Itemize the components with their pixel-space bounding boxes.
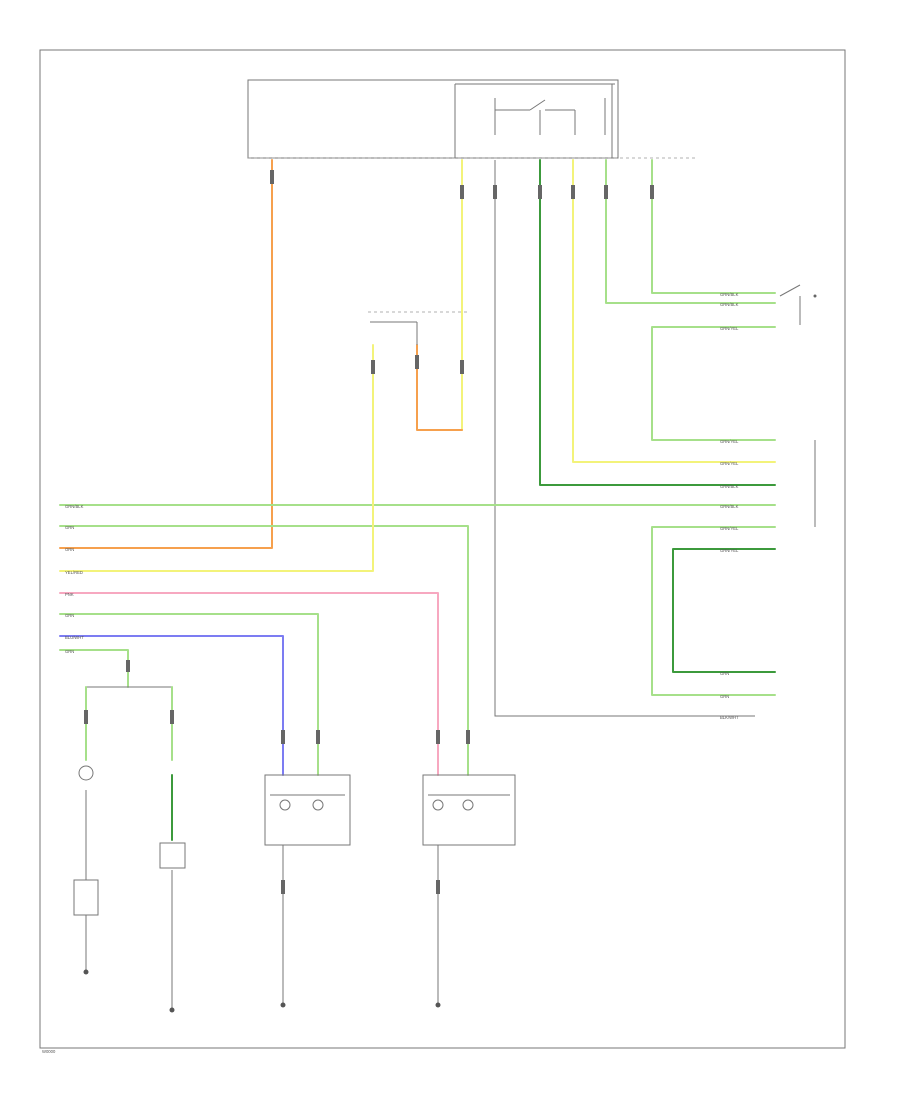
wire-tag: GRN — [65, 649, 74, 654]
wire-tag: GRN/YEL — [720, 461, 739, 466]
ground-symbol-left-lamp — [83, 969, 89, 975]
wire-tag: GRN/BLK — [720, 292, 739, 297]
middle-junction-block — [368, 311, 470, 345]
left-lower-module — [264, 774, 351, 846]
top-fuse-box-left — [247, 79, 695, 159]
connector-pins — [84, 170, 654, 894]
wire-tag: GRN — [65, 613, 74, 618]
wire-tag: ORN — [65, 547, 74, 552]
wire-green-3 — [59, 613, 319, 776]
footer-code: W0000 — [42, 1049, 56, 1054]
wire-dark-green-1 — [539, 159, 776, 486]
wire-tag: GRN/BLK — [720, 484, 739, 489]
switch-symbol — [779, 284, 817, 325]
wire-tag: YEL/RED — [65, 570, 83, 575]
ground-symbol-right-lamp — [169, 1007, 175, 1013]
right-lower-module — [422, 774, 516, 846]
ground-symbol-right-module — [435, 1002, 441, 1008]
wire-tag: GRN — [65, 525, 74, 530]
wire-yellow-2 — [572, 159, 776, 463]
wire-blue — [59, 635, 284, 776]
wire-dark-green-right — [672, 548, 776, 673]
wire-green-switch — [605, 159, 776, 304]
wire-pink — [59, 592, 439, 776]
wire-tag: GRN/BLK — [720, 302, 739, 307]
left-lamp-housing — [73, 879, 99, 916]
wire-tag: BLK/WHT — [720, 715, 739, 720]
right-lamp-housing — [159, 842, 186, 869]
wire-tag: GRN — [720, 694, 729, 699]
wire-green-right-1 — [651, 526, 776, 696]
wire-gray-long — [494, 160, 755, 717]
wire-tag: BLU/WHT — [65, 635, 84, 640]
top-relay-symbol — [494, 98, 606, 135]
wire-orange-main — [59, 159, 273, 549]
wire-tag: GRN/BLK — [720, 504, 739, 509]
left-lamp-bulb — [78, 765, 94, 781]
wire-yellow-red — [59, 344, 374, 572]
wire-green-bus-2 — [59, 525, 469, 776]
wire-tag: GRN/YEL — [720, 439, 739, 444]
wire-green-4 — [59, 649, 129, 688]
ground-symbol-left-module — [280, 1002, 286, 1008]
wire-orange-loop — [416, 344, 463, 431]
wire-tag: GRN/YEL — [720, 548, 739, 553]
wire-tag: GRN/BLK — [65, 504, 84, 509]
diagram-frame — [39, 49, 846, 1049]
wire-green-switch-2 — [651, 159, 776, 294]
wire-tag: PNK — [65, 592, 74, 597]
wire-tag: GRN — [720, 671, 729, 676]
wire-green-loop-1 — [651, 326, 776, 441]
wire-tag: GRN/YEL — [720, 326, 739, 331]
wire-tag: GRN/YEL — [720, 526, 739, 531]
